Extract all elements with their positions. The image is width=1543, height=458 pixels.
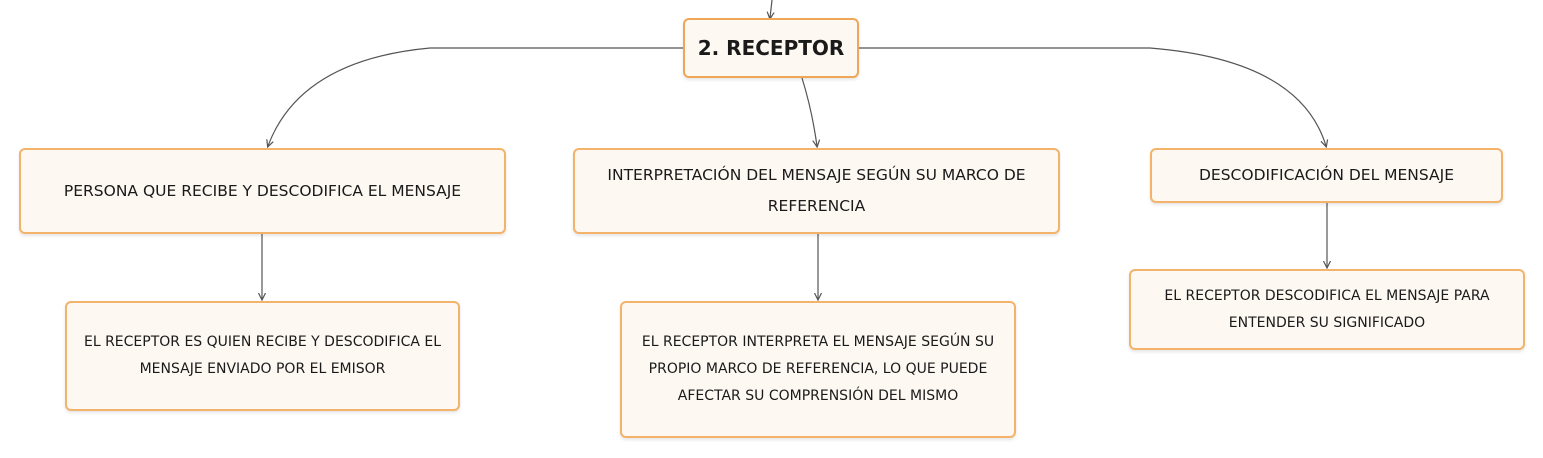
detail-node-3[interactable]: EL RECEPTOR DESCODIFICA EL MENSAJE PARA … — [1129, 269, 1525, 350]
connector-root-to-branch-1 — [268, 47, 683, 146]
branch-node-1[interactable]: PERSONA QUE RECIBE Y DESCODIFICA EL MENS… — [19, 148, 506, 234]
detail-node-3-text: EL RECEPTOR DESCODIFICA EL MENSAJE PARA … — [1164, 287, 1490, 331]
detail-node-2[interactable]: EL RECEPTOR INTERPRETA EL MENSAJE SEGÚN … — [620, 301, 1016, 438]
connector-incoming — [770, 0, 772, 18]
branch-node-2[interactable]: INTERPRETACIÓN DEL MENSAJE SEGÚN SU MARC… — [573, 148, 1060, 234]
connector-root-to-branch-3 — [859, 47, 1326, 146]
branch-node-3[interactable]: DESCODIFICACIÓN DEL MENSAJE — [1150, 148, 1503, 203]
detail-node-2-text: EL RECEPTOR INTERPRETA EL MENSAJE SEGÚN … — [641, 334, 995, 404]
detail-node-1[interactable]: EL RECEPTOR ES QUIEN RECIBE Y DESCODIFIC… — [65, 301, 460, 411]
detail-node-1-text: EL RECEPTOR ES QUIEN RECIBE Y DESCODIFIC… — [83, 334, 442, 377]
branch-node-3-label: DESCODIFICACIÓN DEL MENSAJE — [1198, 166, 1454, 184]
root-node[interactable]: 2. RECEPTOR — [683, 18, 859, 78]
branch-node-2-label: INTERPRETACIÓN DEL MENSAJE SEGÚN SU MARC… — [607, 166, 1026, 215]
root-node-label: 2. RECEPTOR — [697, 36, 845, 60]
branch-node-1-label: PERSONA QUE RECIBE Y DESCODIFICA EL MENS… — [63, 181, 462, 200]
connector-root-to-branch-2 — [801, 77, 817, 146]
